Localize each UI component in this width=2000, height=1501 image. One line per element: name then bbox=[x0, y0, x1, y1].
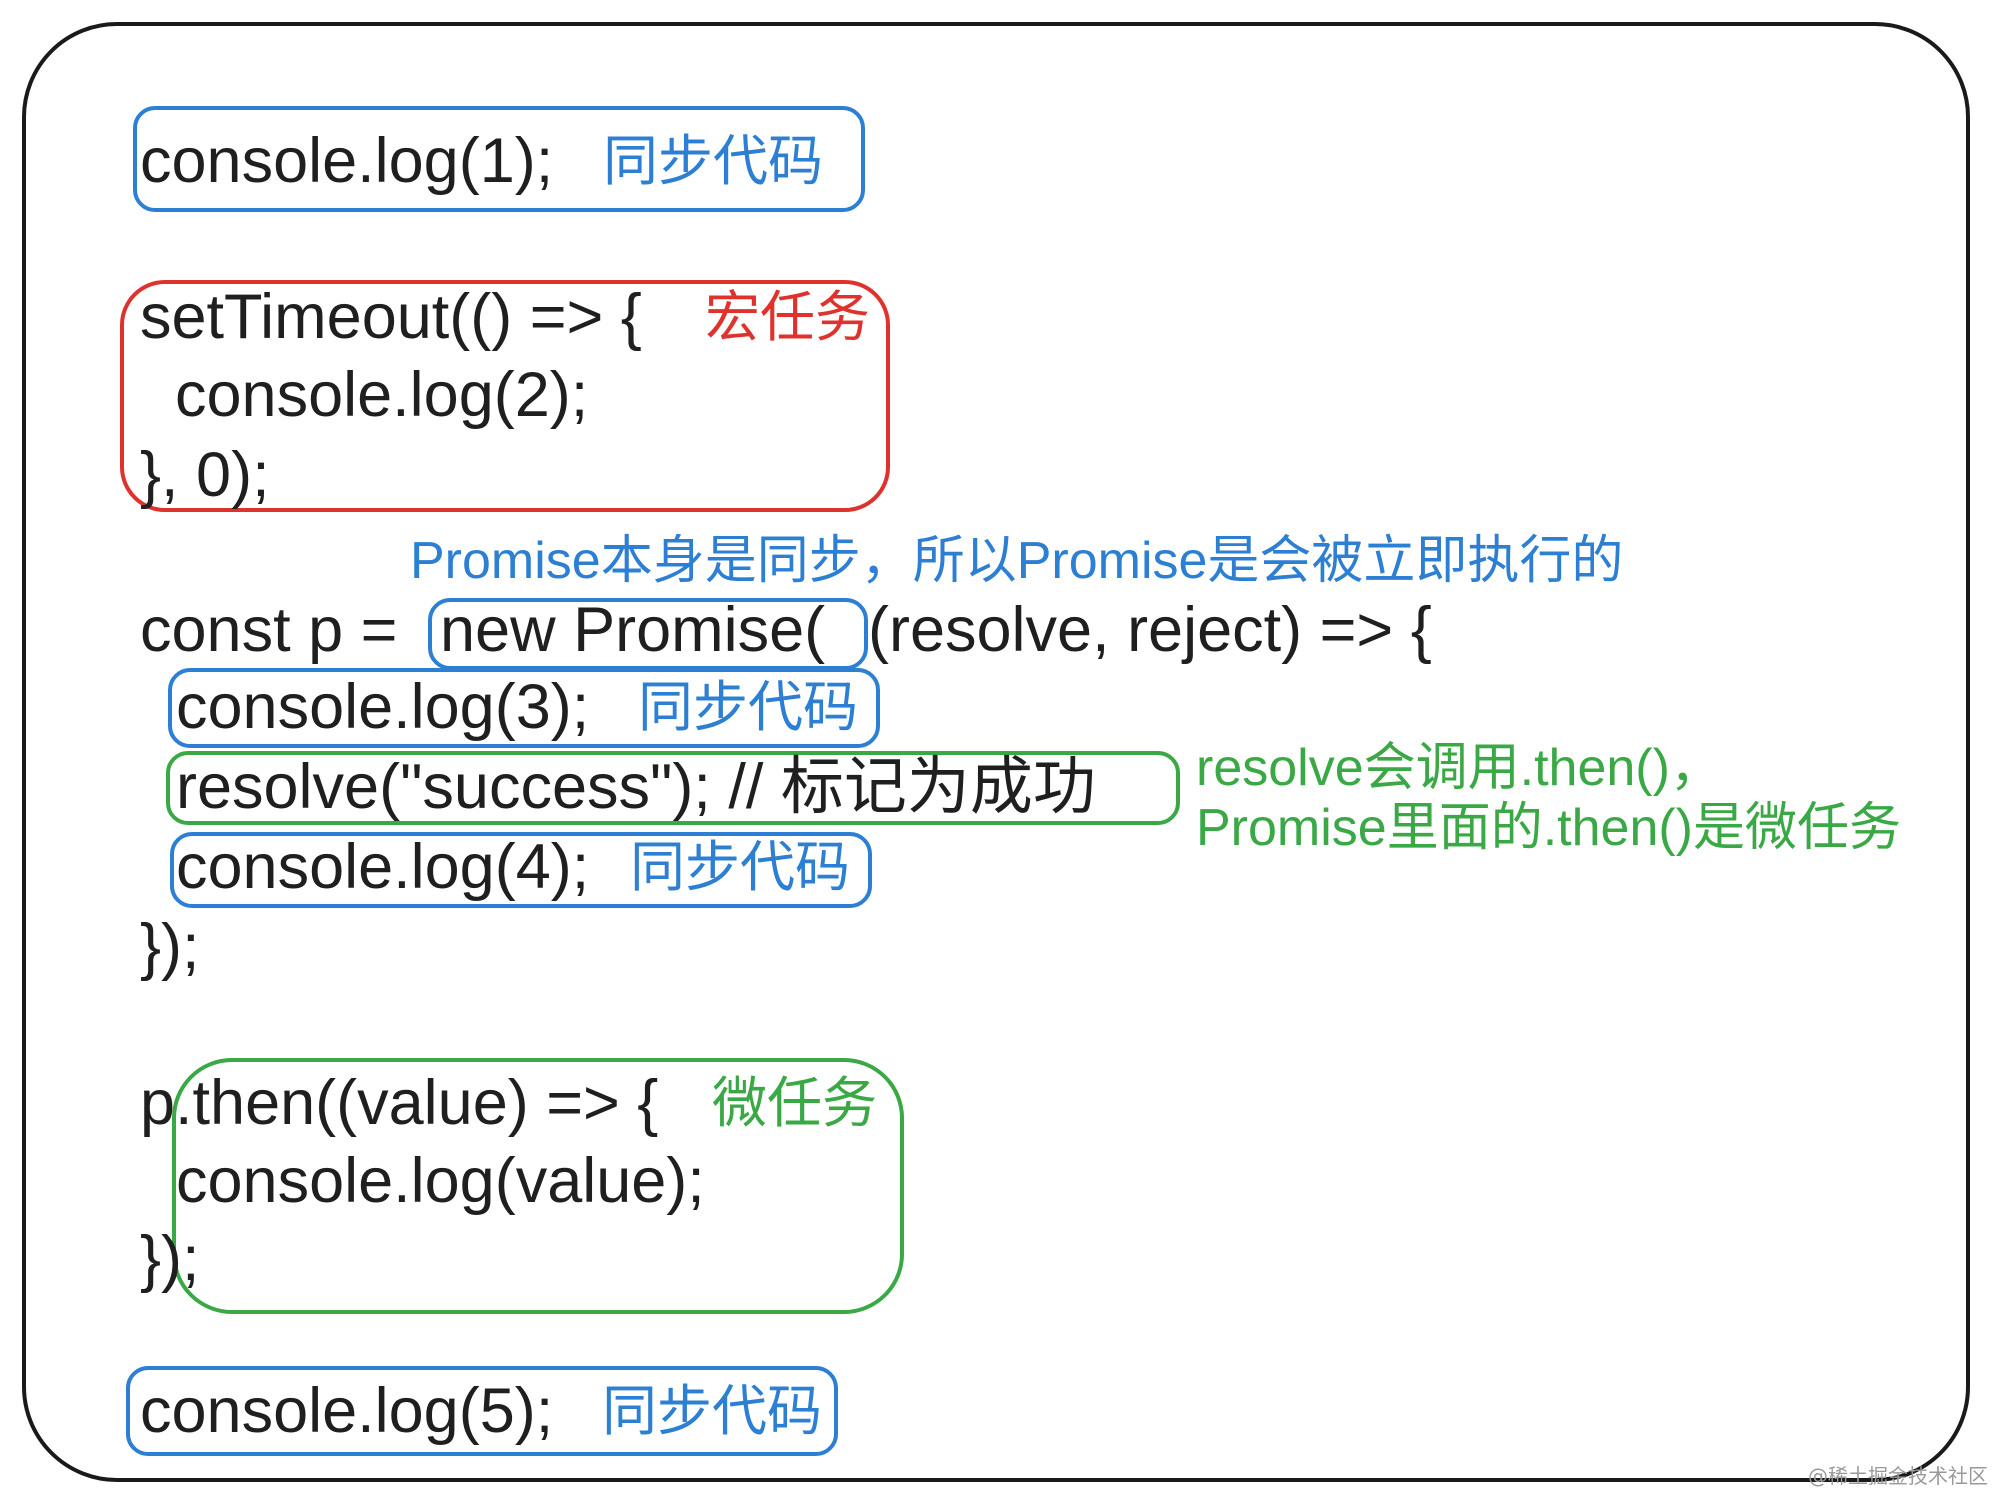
label-sync-5: 同步代码 bbox=[602, 1380, 823, 1442]
code-executor-params: (resolve, reject) => { bbox=[868, 595, 1432, 665]
code-console-log-3: console.log(3); bbox=[176, 672, 590, 742]
watermark: @稀土掘金技术社区 bbox=[1808, 1464, 1988, 1488]
code-console-log-4: console.log(4); bbox=[176, 832, 590, 902]
sync-box-1 bbox=[133, 106, 865, 212]
note-resolve-2: Promise里面的.then()是微任务 bbox=[1196, 799, 1901, 857]
outer-frame bbox=[22, 22, 1970, 1482]
code-console-log-2: console.log(2); bbox=[140, 360, 589, 430]
label-microtask: 微任务 bbox=[712, 1072, 878, 1134]
label-sync-3: 同步代码 bbox=[638, 676, 859, 738]
code-const-p: const p = bbox=[140, 595, 398, 665]
label-sync-4: 同步代码 bbox=[630, 836, 851, 898]
code-settimeout-close: }, 0); bbox=[140, 440, 270, 510]
code-promise-close: }); bbox=[140, 912, 200, 982]
note-resolve-1: resolve会调用.then()， bbox=[1196, 739, 1722, 797]
resolve-box bbox=[166, 751, 1180, 825]
code-new-promise: new Promise( bbox=[440, 595, 826, 665]
label-sync-1: 同步代码 bbox=[603, 130, 824, 192]
macrotask-box bbox=[120, 280, 890, 512]
microtask-box bbox=[172, 1058, 904, 1314]
code-then-close: }); bbox=[140, 1224, 200, 1294]
code-console-log-value: console.log(value); bbox=[176, 1146, 705, 1216]
sync-box-4 bbox=[170, 832, 872, 908]
code-line-5: console.log(5); bbox=[140, 1376, 554, 1446]
label-macrotask: 宏任务 bbox=[705, 286, 871, 348]
note-promise-sync: Promise本身是同步，所以Promise是会被立即执行的 bbox=[410, 532, 1624, 590]
code-resolve: resolve("success"); // 标记为成功 bbox=[176, 752, 1096, 822]
sync-box-3 bbox=[168, 668, 880, 748]
sync-box-5 bbox=[126, 1366, 838, 1456]
code-then-open: p.then((value) => { bbox=[140, 1068, 659, 1138]
code-line-1: console.log(1); bbox=[140, 126, 554, 196]
code-settimeout-open: setTimeout(() => { bbox=[140, 282, 642, 352]
